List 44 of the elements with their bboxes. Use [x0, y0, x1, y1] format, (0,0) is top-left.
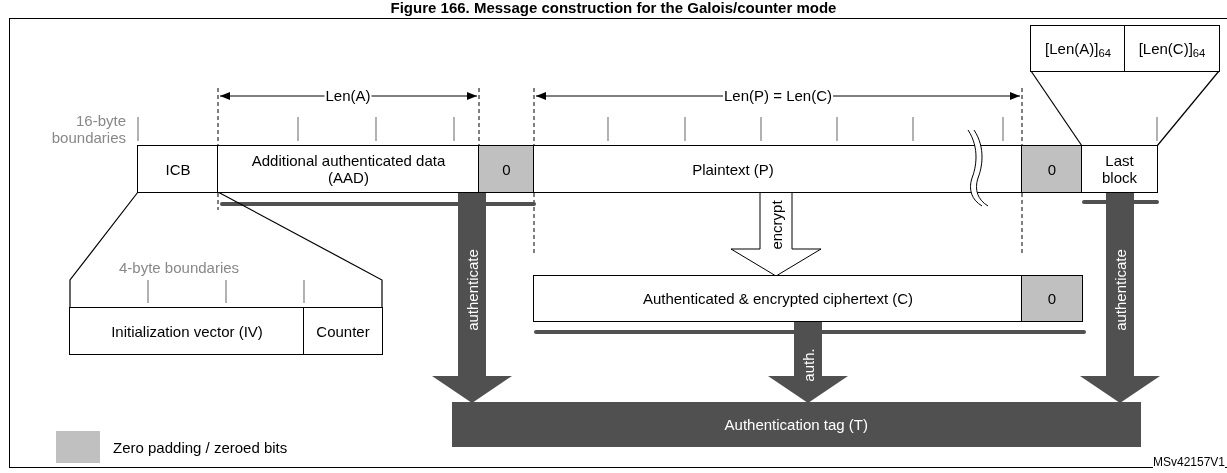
- block-label: Last block: [1101, 152, 1138, 186]
- padding-block: [478, 145, 535, 193]
- dimension-label: Len(P) = Len(C): [723, 87, 833, 104]
- block-label: Plaintext (P): [692, 160, 775, 178]
- block-label: Counter: [316, 322, 370, 340]
- boundary-label: 4-byte boundaries: [119, 259, 240, 276]
- legend-label: Zero padding / zeroed bits: [113, 438, 288, 456]
- field-block: [533, 275, 1023, 322]
- figure-id: MSv42157V1: [1152, 455, 1225, 469]
- block-label: Additional authenticated data (AAD): [250, 152, 447, 186]
- block-label: 0: [1047, 160, 1057, 178]
- zoom-line: [1156, 70, 1220, 147]
- block-arrow: [768, 321, 848, 403]
- field-block: [137, 145, 219, 193]
- padding-block: [1021, 275, 1083, 322]
- field-block: [1124, 25, 1220, 72]
- block-arrow: [730, 191, 822, 277]
- block-label: [Len(A)]$_{64}$: [1045, 40, 1111, 57]
- edge-label: auth.: [799, 348, 817, 382]
- field-block: [303, 307, 383, 355]
- dimension-label: Len(A): [324, 87, 372, 104]
- field-block: [69, 307, 305, 355]
- block-label: [Len(C)]$_{64}$: [1138, 40, 1206, 57]
- block-label: Authentication tag (T): [724, 416, 868, 433]
- edge-label: authenticate: [1111, 249, 1129, 331]
- block-arrow: [432, 192, 512, 403]
- zoom-line: [69, 191, 139, 309]
- block-label: 0: [502, 160, 511, 178]
- edge-label: authenticate: [463, 249, 481, 331]
- block-label: Authenticated & encrypted ciphertext (C): [642, 290, 914, 307]
- boundary-label: 16-byte boundaries: [50, 112, 126, 146]
- padding-block: [1021, 145, 1083, 193]
- block-label: ICB: [165, 160, 191, 178]
- figure-title: Figure 166. Message construction for the Galois/counter mode: [389, 0, 838, 16]
- field-block: [217, 145, 480, 193]
- block-arrow: [1080, 192, 1160, 403]
- zoom-line: [1030, 70, 1083, 147]
- block-label: Initialization vector (IV): [111, 322, 263, 340]
- tag-bar: [452, 402, 1141, 447]
- edge-label: encrypt: [767, 200, 785, 250]
- field-block: [1081, 145, 1158, 193]
- field-block: [1030, 25, 1126, 72]
- block-label: 0: [1047, 290, 1057, 307]
- zoom-line: [217, 191, 383, 309]
